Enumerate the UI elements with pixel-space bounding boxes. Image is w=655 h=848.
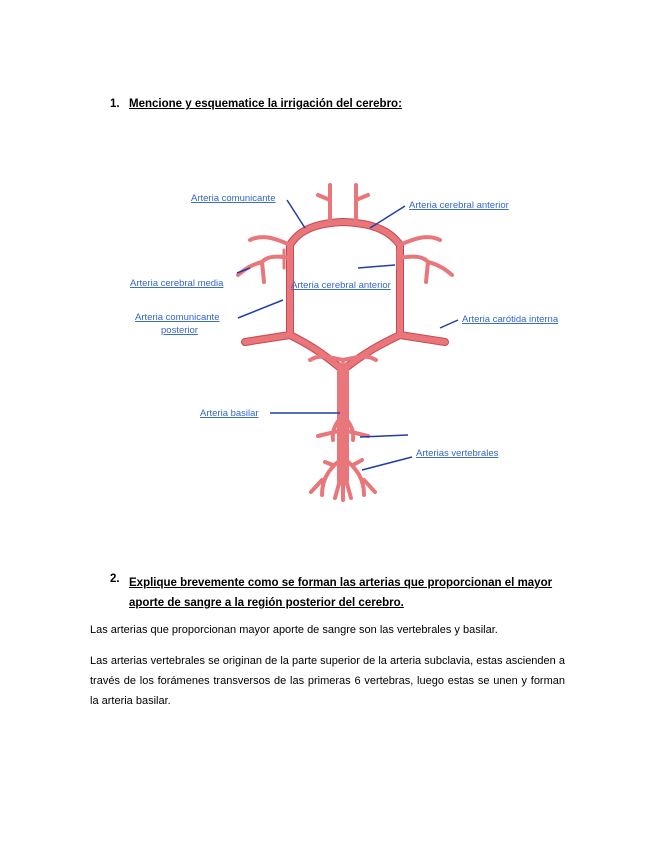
answer-paragraph-1: Las arterias que proporcionan mayor apor… (90, 620, 565, 640)
pointer-carotida-interna (440, 320, 458, 328)
question-2-line-2: aporte de sangre a la región posterior d… (129, 593, 552, 613)
answer-paragraph-2: Las arterias vertebrales se originan de … (90, 651, 565, 711)
pointer-cerebral-anterior-top (370, 206, 405, 228)
pointer-vertebrales-2 (362, 457, 412, 470)
label-arteria-cerebral-anterior-center: Arteria cerebral anterior (291, 280, 391, 291)
label-arteria-comunicante-posterior-2: posterior (161, 325, 198, 336)
label-arteria-cerebral-media: Arteria cerebral media (130, 278, 224, 289)
pointer-cerebral-anterior-center (358, 265, 395, 268)
label-arteria-basilar: Arteria basilar (200, 408, 259, 419)
question-2-text: Explique brevemente como se forman las a… (129, 573, 552, 613)
label-arteria-cerebral-anterior-top: Arteria cerebral anterior (409, 200, 509, 211)
label-arteria-comunicante: Arteria comunicante (191, 193, 275, 204)
question-2-number: 2. (110, 573, 120, 585)
label-arterias-vertebrales: Arterias vertebrales (416, 448, 499, 459)
pointer-comunicante-posterior (238, 300, 283, 318)
label-arteria-carotida-interna: Arteria carótida interna (462, 314, 559, 325)
pointer-comunicante (287, 200, 305, 228)
label-arteria-comunicante-posterior-1: Arteria comunicante (135, 312, 219, 323)
question-2-line-1: Explique brevemente como se forman las a… (129, 573, 552, 593)
brain-irrigation-diagram: Arteria comunicante Arteria cerebral ant… (0, 0, 655, 560)
